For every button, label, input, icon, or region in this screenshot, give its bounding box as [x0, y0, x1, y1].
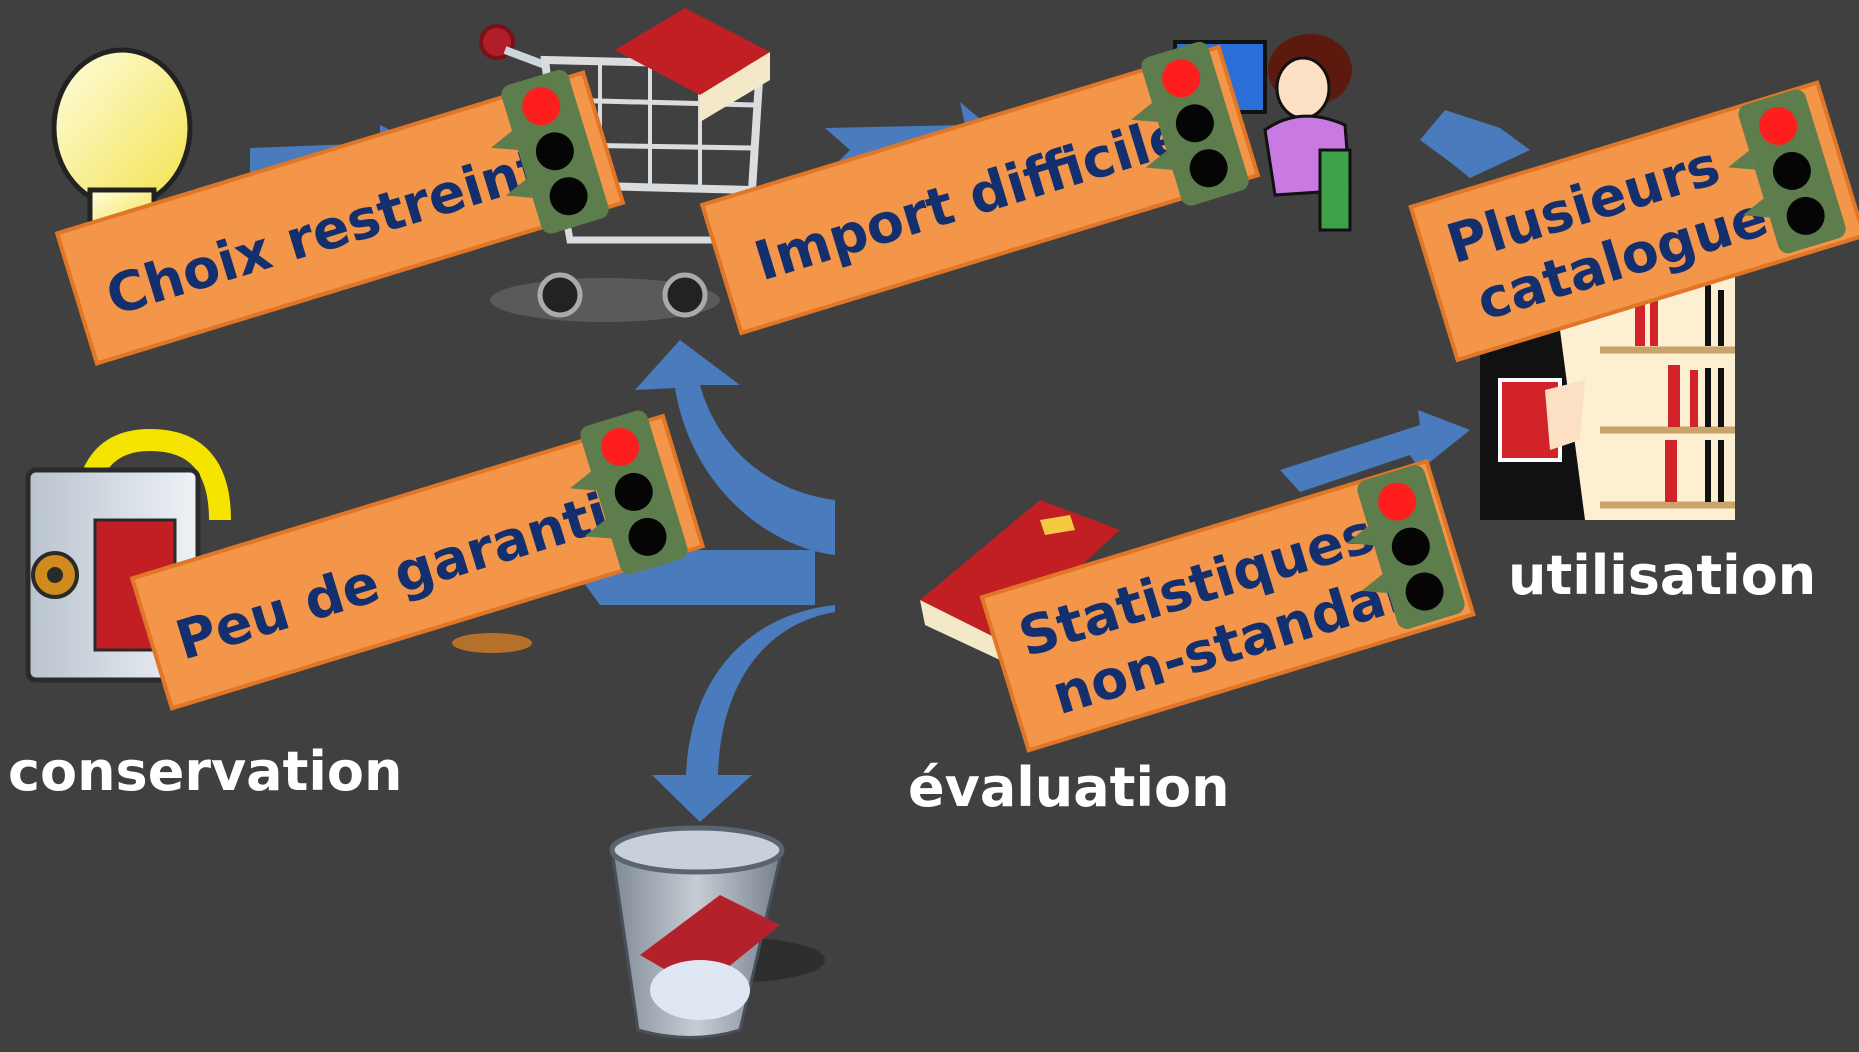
- flow-arrow-curve-up: [635, 340, 835, 555]
- sign-statistiques-non-standard: Statistiques non-standard: [979, 458, 1476, 753]
- label-evaluation: évaluation: [908, 756, 1230, 819]
- traffic-light-icon: [491, 69, 609, 234]
- sign-import-difficile: Import difficile: [699, 41, 1261, 336]
- label-conservation: conservation: [8, 740, 402, 803]
- traffic-light-icon: [1347, 465, 1465, 629]
- traffic-light-icon: [569, 410, 688, 575]
- trash-bin-icon: [609, 825, 825, 1039]
- shopping-cart-icon: [479, 8, 770, 322]
- flow-arrow-to-bin: [652, 605, 835, 822]
- flow-arrow-to-evaluation: [1280, 410, 1470, 492]
- book-icon: [920, 500, 1120, 660]
- coin-stack: [452, 633, 532, 653]
- flow-arrow-to-utilisation: [1420, 110, 1530, 178]
- traffic-light-icon: [1131, 41, 1249, 206]
- sign-peu-de-garanties: Peu de garanties: [129, 410, 706, 711]
- label-utilisation: utilisation: [1508, 544, 1816, 607]
- traffic-light-icon: [1728, 89, 1846, 254]
